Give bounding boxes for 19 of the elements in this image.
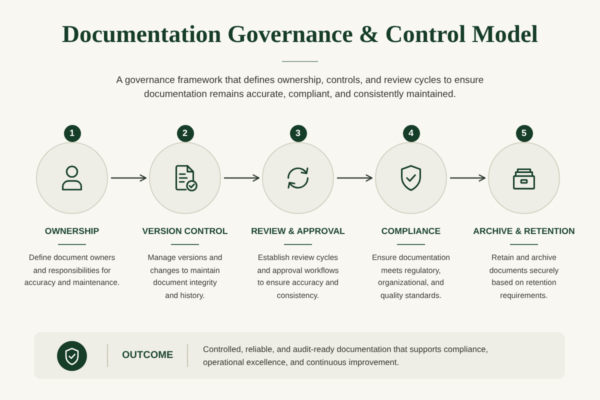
- step-heading: ARCHIVE & RETENTION: [473, 226, 575, 236]
- outcome-text: Controlled, reliable, and audit-ready documentation that supports compliance, operational excellence, and continuous improvement.: [203, 342, 490, 368]
- arrow: [337, 174, 373, 182]
- number-badge: 5: [516, 125, 532, 142]
- arrow: [111, 174, 147, 182]
- number-badge: 4: [402, 125, 420, 142]
- step-heading: OWNERSHIP: [44, 226, 100, 236]
- outcome-heading: OUTCOME: [122, 350, 174, 362]
- number-badge: 2: [176, 125, 194, 142]
- arrow: [224, 174, 260, 182]
- step-heading: REVIEW & APPROVAL: [251, 226, 345, 236]
- number-badge: 1: [64, 125, 80, 142]
- outcome-panel: [34, 332, 565, 379]
- step-heading: COMPLIANCE: [381, 226, 441, 236]
- title: Documentation Governance & Control Model: [62, 20, 538, 50]
- arrow: [450, 174, 486, 182]
- number-badge: 3: [290, 125, 306, 142]
- step-heading: VERSION CONTROL: [142, 226, 228, 236]
- subtitle: A governance framework that defines ownership, controls, and review cycles to ensure documentation remains accurate, compliant, and consistently maintained.: [115, 74, 485, 102]
